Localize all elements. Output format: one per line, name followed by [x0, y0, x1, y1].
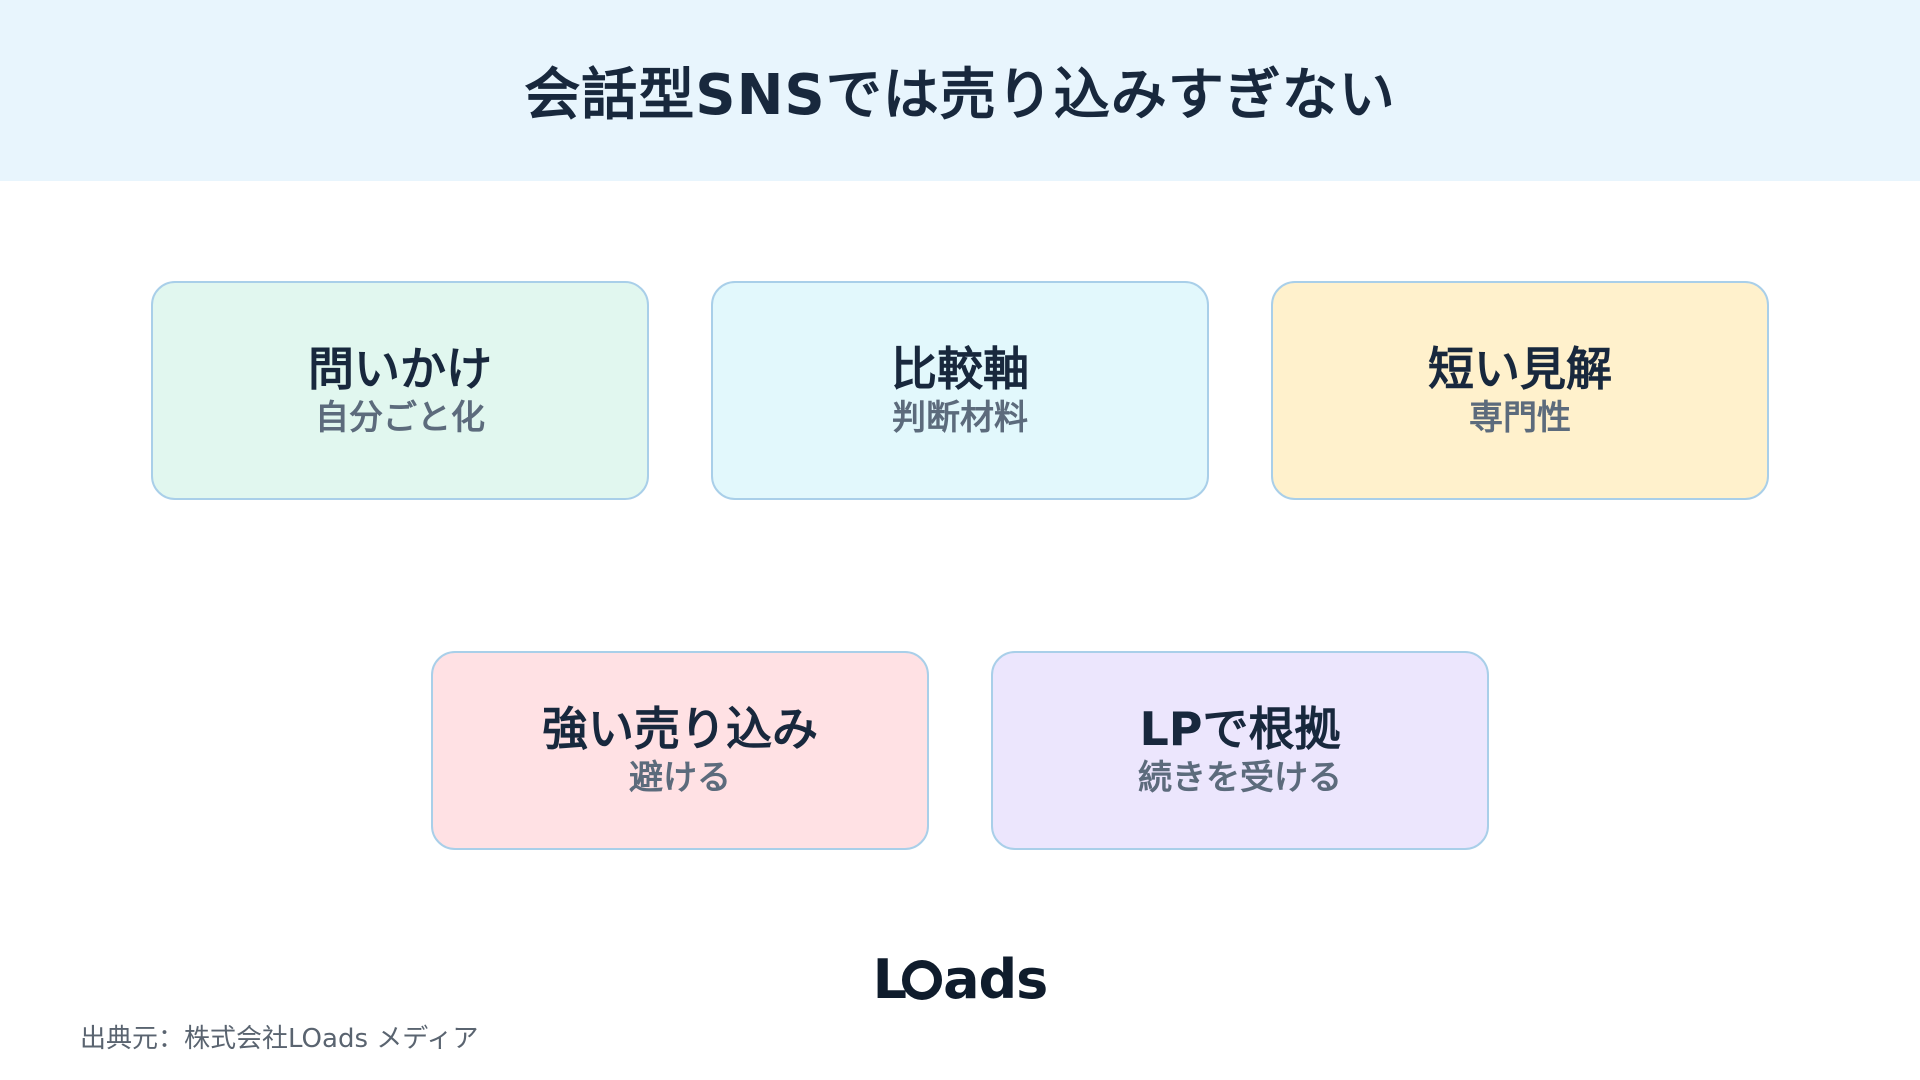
card-title: LPで根拠 — [1139, 701, 1341, 756]
card-question: 問いかけ 自分ごと化 — [151, 281, 649, 500]
header-band — [0, 0, 1920, 181]
card-opinion: 短い見解 専門性 — [1271, 281, 1769, 500]
card-subtitle: 避ける — [629, 757, 731, 798]
card-title: 短い見解 — [1428, 341, 1612, 396]
card-subtitle: 判断材料 — [892, 397, 1028, 438]
card-lp-evidence: LPで根拠 続きを受ける — [991, 651, 1489, 850]
source-credit: 出典元：株式会社LOads メディア — [80, 1024, 479, 1054]
logo-letter-l: L — [872, 948, 907, 1011]
card-title: 問いかけ — [308, 341, 492, 396]
logo-letters: ads — [943, 948, 1048, 1011]
page-title: 会話型SNSでは売り込みすぎない — [524, 63, 1396, 128]
card-subtitle: 続きを受ける — [1138, 757, 1342, 798]
card-subtitle: 自分ごと化 — [315, 397, 485, 438]
card-comparison: 比較軸 判断材料 — [711, 281, 1209, 500]
card-hard-sell: 強い売り込み 避ける — [431, 651, 929, 850]
card-title: 比較軸 — [891, 341, 1029, 396]
logo-ring-icon — [902, 960, 943, 1000]
card-title: 強い売り込み — [542, 701, 818, 756]
card-subtitle: 専門性 — [1469, 397, 1571, 438]
